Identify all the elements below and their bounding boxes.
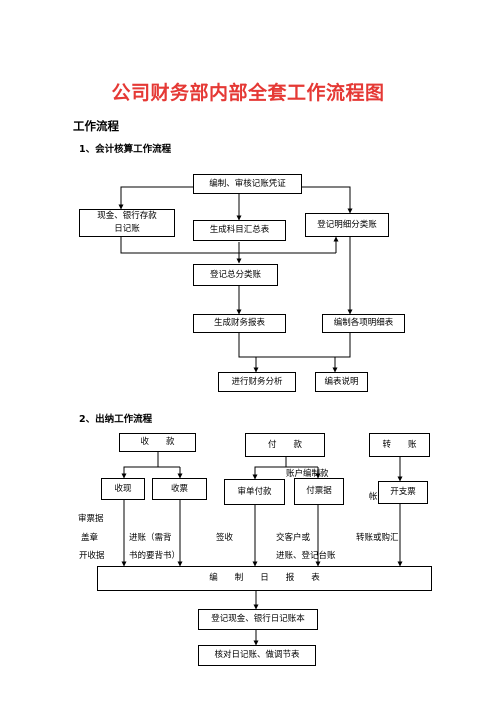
- page-title: 公司财务部内部全套工作流程图: [111, 82, 385, 104]
- note-zhuan-zhang: 转账或购汇: [356, 533, 399, 543]
- node-pay: 付 款: [245, 433, 325, 457]
- node-issue-check: 开支票: [378, 481, 428, 504]
- note-jin-zhang: 进账（需背: [129, 533, 172, 543]
- node-pay-by-check: 付票据: [294, 478, 344, 505]
- node-transfer: 转 账: [369, 433, 430, 457]
- note-qian-shou: 签收: [216, 533, 234, 543]
- note-jiao-ke-hu: 交客户或: [276, 533, 311, 543]
- node-prepare-vouchers: 编制、审核记账凭证: [193, 174, 302, 194]
- node-cash-receipt: 收现: [101, 478, 145, 500]
- note-shen-piao-ju: 审票据: [78, 514, 104, 524]
- node-explanation: 编表说明: [315, 372, 368, 392]
- note-shu-de: 书的要背书）: [129, 551, 181, 561]
- node-summary-table: 生成科目汇总表: [193, 220, 286, 241]
- section-heading: 工作流程: [73, 119, 119, 133]
- node-review-payment: 审单付款: [224, 479, 285, 505]
- note-jin-zhang-deng: 进账、登记台账: [276, 551, 336, 561]
- flow2-heading: 2、出纳工作流程: [79, 414, 153, 425]
- note-gai-zhang: 盖章: [81, 533, 99, 543]
- node-detail-ledger: 登记明细分类账: [305, 213, 389, 237]
- node-reconcile: 核对日记账、做调节表: [198, 645, 316, 666]
- node-general-ledger: 登记总分类账: [193, 264, 278, 286]
- node-detail-tables: 编制各项明细表: [322, 314, 405, 333]
- node-check-receipt: 收票: [152, 478, 207, 500]
- flow1-heading: 1、会计核算工作流程: [79, 144, 172, 155]
- node-daily-report: 编 制 日 报 表: [97, 566, 432, 591]
- node-receive: 收 款: [119, 433, 196, 452]
- note-account-check: 账户编制款: [286, 469, 329, 479]
- node-analysis: 进行财务分析: [218, 372, 296, 392]
- node-cash-bank-journal: 现金、银行存款 日记账: [79, 209, 175, 237]
- node-financial-statements: 生成财务报表: [193, 314, 286, 333]
- note-kai-shou-ju: 开收据: [79, 551, 105, 561]
- note-trans-mark: 帐: [369, 492, 378, 502]
- node-register-journal: 登记现金、银行日记账本: [198, 609, 318, 630]
